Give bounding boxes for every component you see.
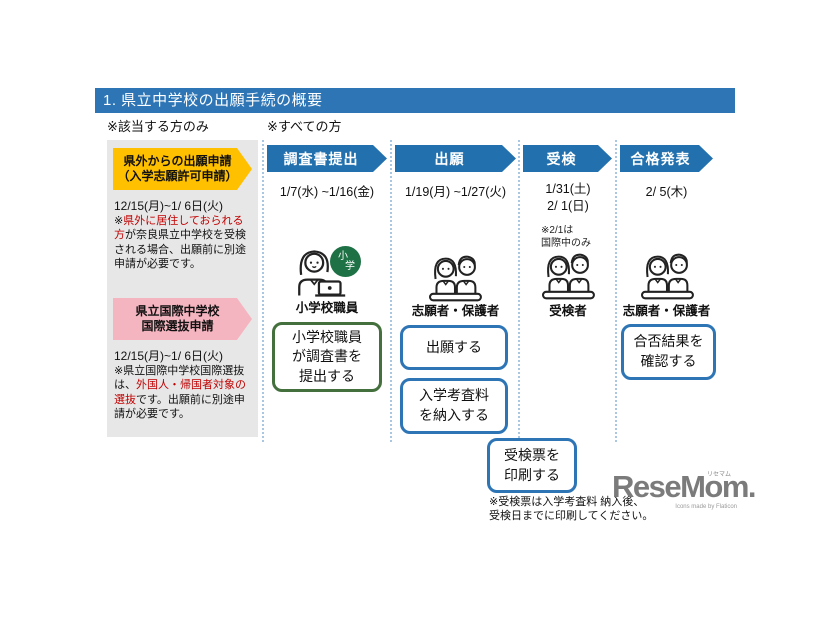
elementary-badge: 小 学 [330,246,361,277]
print-ticket-box: 受検票を 印刷する [487,438,577,493]
step-period: 1/7(水) ~1/16(金) [279,185,375,199]
out-of-pref-banner: 県外からの出願申請 （入学志願許可申請） [113,148,252,190]
note-prefix: ※ [114,215,124,227]
step-arrow-results: 合格発表 [620,145,713,172]
step-period: 2/ 5(木) [645,185,688,199]
note-red-text: 外国人・帰国者対象の選抜 [114,379,246,406]
column-separator [615,140,617,442]
intl-select-note: ※県立国際中学校国際選抜は、外国人・帰国者対象の選抜です。出願前に別途申請が必要… [114,364,254,421]
applicant-guardian-icon [428,255,482,302]
flaticon-credit: Icons made by Flaticon [675,504,737,510]
actor-label-staff: 小学校職員 [295,301,359,315]
step-arrow-apply: 出願 [395,145,516,172]
badge-char: 小 [338,251,348,262]
step-arrow-exam: 受検 [523,145,612,172]
examinee-icon [541,253,595,300]
apply-box: 出願する [400,325,508,370]
step-period: 1/19(月) ~1/27(火) [404,185,507,199]
column-separator [262,140,264,442]
column-separator [518,140,520,442]
legend-everyone: ※すべての方 [267,119,342,134]
legend-applicable-only: ※該当する方のみ [107,119,209,134]
note-rest-text: が奈良県立中学校を受検される場合、出願前に別途申請が必要です。 [114,229,246,270]
pay-fee-box: 入学考査料 を納入する [400,378,508,434]
check-results-box: 合否結果を 確認する [621,324,716,380]
resemom-logo: リセマム ReseMom. Icons made by Flaticon [612,469,757,510]
logo-ruby: リセマム [706,472,731,478]
note-rest-text: です。出願前に別途申請が必要です。 [114,393,245,420]
out-of-pref-note: ※県外に居住しておられる方が奈良県立中学校を受検される場合、出願前に別途申請が必… [114,214,254,271]
applicant-guardian-icon [640,253,694,300]
exam-date-note: ※2/1は 国際中のみ [541,225,591,249]
out-of-pref-period: 12/15(月)~1/ 6日(火) [114,199,224,213]
print-deadline-note: ※受検票は入学考査料 納入後、 受検日までに印刷してください。 [489,496,654,523]
note-red-text: 県外に居住しておられる方 [114,215,244,242]
logo-wordmark: ReseMom. [612,469,757,504]
step-arrow-survey: 調査書提出 [267,145,387,172]
column-separator [390,140,392,442]
actor-label-examinee: 受検者 [549,304,587,318]
teacher-icon [298,250,346,297]
badge-char: 学 [345,261,355,272]
actor-label-applicant: 志願者・保護者 [622,304,711,318]
step-period: 1/31(土) 2/ 1(日) [545,182,591,213]
actor-label-applicant: 志願者・保護者 [411,304,500,318]
intl-select-banner: 県立国際中学校 国際選抜申請 [113,298,252,340]
side-panel: 県外からの出願申請 （入学志願許可申請） 12/15(月)~1/ 6日(火) ※… [107,140,258,437]
note-head: ※県立国際中学校国際選抜は、 [114,365,245,392]
intl-select-period: 12/15(月)~1/ 6日(火) [114,349,224,363]
submit-report-box: 小学校職員 が調査書を 提出する [272,322,382,392]
page-title: 1. 県立中学校の出願手続の概要 [95,88,735,113]
